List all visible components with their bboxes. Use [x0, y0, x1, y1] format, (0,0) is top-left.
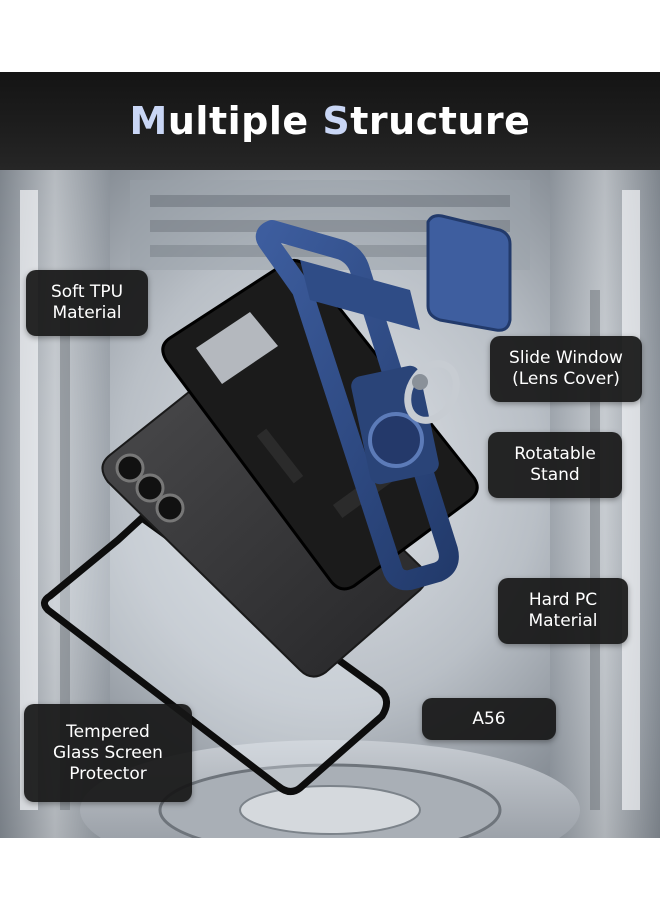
label-hard-pc: Hard PC Material [498, 578, 628, 644]
camera-lens-icon [155, 493, 185, 523]
label-rotatable-stand: Rotatable Stand [488, 432, 622, 498]
label-soft-tpu: Soft TPU Material [26, 270, 148, 336]
label-model: A56 [422, 698, 556, 740]
hard-pc-frame [255, 220, 459, 591]
exploded-case-illustration [0, 170, 660, 838]
phone-back [101, 374, 427, 678]
tempered-glass [41, 514, 390, 795]
page-title: Multiple Structure [130, 99, 531, 143]
label-tempered-glass: Tempered Glass Screen Protector [24, 704, 192, 802]
title-accent-m: M [129, 99, 168, 143]
floor-turbine [80, 740, 580, 838]
rotatable-stand-icon [368, 412, 424, 468]
camera-lens-icon [115, 453, 145, 483]
title-accent-s: S [322, 99, 351, 143]
title-part-2: tructure [350, 99, 531, 143]
title-banner: Multiple Structure [0, 72, 660, 170]
bottom-margin [0, 838, 660, 904]
metal-ring [404, 360, 460, 424]
label-slide-window: Slide Window (Lens Cover) [490, 336, 642, 402]
product-scene: Soft TPU Material Slide Window (Lens Cov… [0, 170, 660, 838]
slide-window-cover [426, 214, 512, 332]
tpu-inner-case [161, 259, 479, 591]
camera-lens-icon [135, 473, 165, 503]
title-part-1: ultiple [167, 99, 323, 143]
